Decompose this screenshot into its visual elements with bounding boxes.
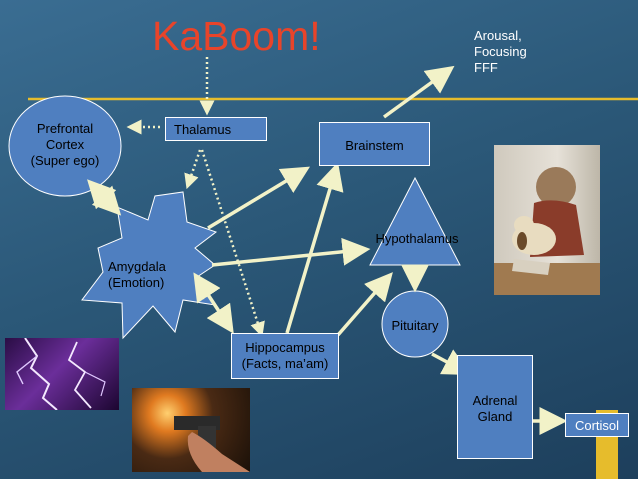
hippocampus-line: Hippocampus [245,340,325,355]
thalamus-node[interactable]: Thalamus [165,117,267,141]
amygdala-line: Amygdala [108,259,166,274]
arrow-thalamus-amygdala [184,149,202,190]
arrow-hippocampus-hypothalamus [336,272,393,337]
hippocampus-line: (Facts, ma’am) [241,356,329,371]
lightning-image [5,338,119,410]
arousal-line: Arousal, [474,28,522,43]
arrow-amygdala-hypothalamus [211,237,371,267]
arousal-line: FFF [474,60,498,75]
lightning-bolts [16,338,106,410]
arousal-label: Arousal, Focusing FFF [474,28,527,76]
page-title: KaBoom! [152,13,321,59]
arrow-amygdala-hippocampus [193,272,234,334]
hippocampus-node[interactable]: Hippocampus (Facts, ma’am) [231,333,339,379]
arrow-amygdala-brainstem [207,166,310,230]
arrow-brainstem-arousal [382,65,455,119]
amygdala-label: Amygdala (Emotion) [108,259,166,291]
arousal-line: Focusing [474,44,527,59]
thalamus-label: Thalamus [174,122,232,137]
prefrontal-label: Prefrontal Cortex (Super ego) [10,121,120,169]
cortisol-label: Cortisol [574,418,620,433]
arrow-prefrontal-amygdala [87,179,122,216]
prefrontal-node[interactable] [8,95,122,197]
brainstem-label: Brainstem [345,138,404,153]
hypothalamus-node[interactable] [369,176,461,266]
prefrontal-line: Cortex [45,137,85,152]
adrenal-line: Adrenal [472,393,518,408]
amygdala-line: (Emotion) [108,275,165,290]
gun-shape [174,416,250,472]
prefrontal-line: Prefrontal [36,121,94,136]
cortisol-node[interactable]: Cortisol [565,413,629,437]
adrenal-node[interactable]: Adrenal Gland [457,355,533,459]
child-photo [494,145,600,295]
brainstem-node[interactable]: Brainstem [319,122,430,166]
child-figure [494,167,600,295]
hypothalamus-label: Hypothalamus [375,231,459,246]
arrow-thalamus-hippocampus [200,149,265,338]
arrow-hippocampus-brainstem [285,161,344,334]
gun-image [132,388,250,472]
prefrontal-line: (Super ego) [30,153,100,168]
pituitary-label: Pituitary [391,318,439,333]
adrenal-line: Gland [477,409,513,424]
